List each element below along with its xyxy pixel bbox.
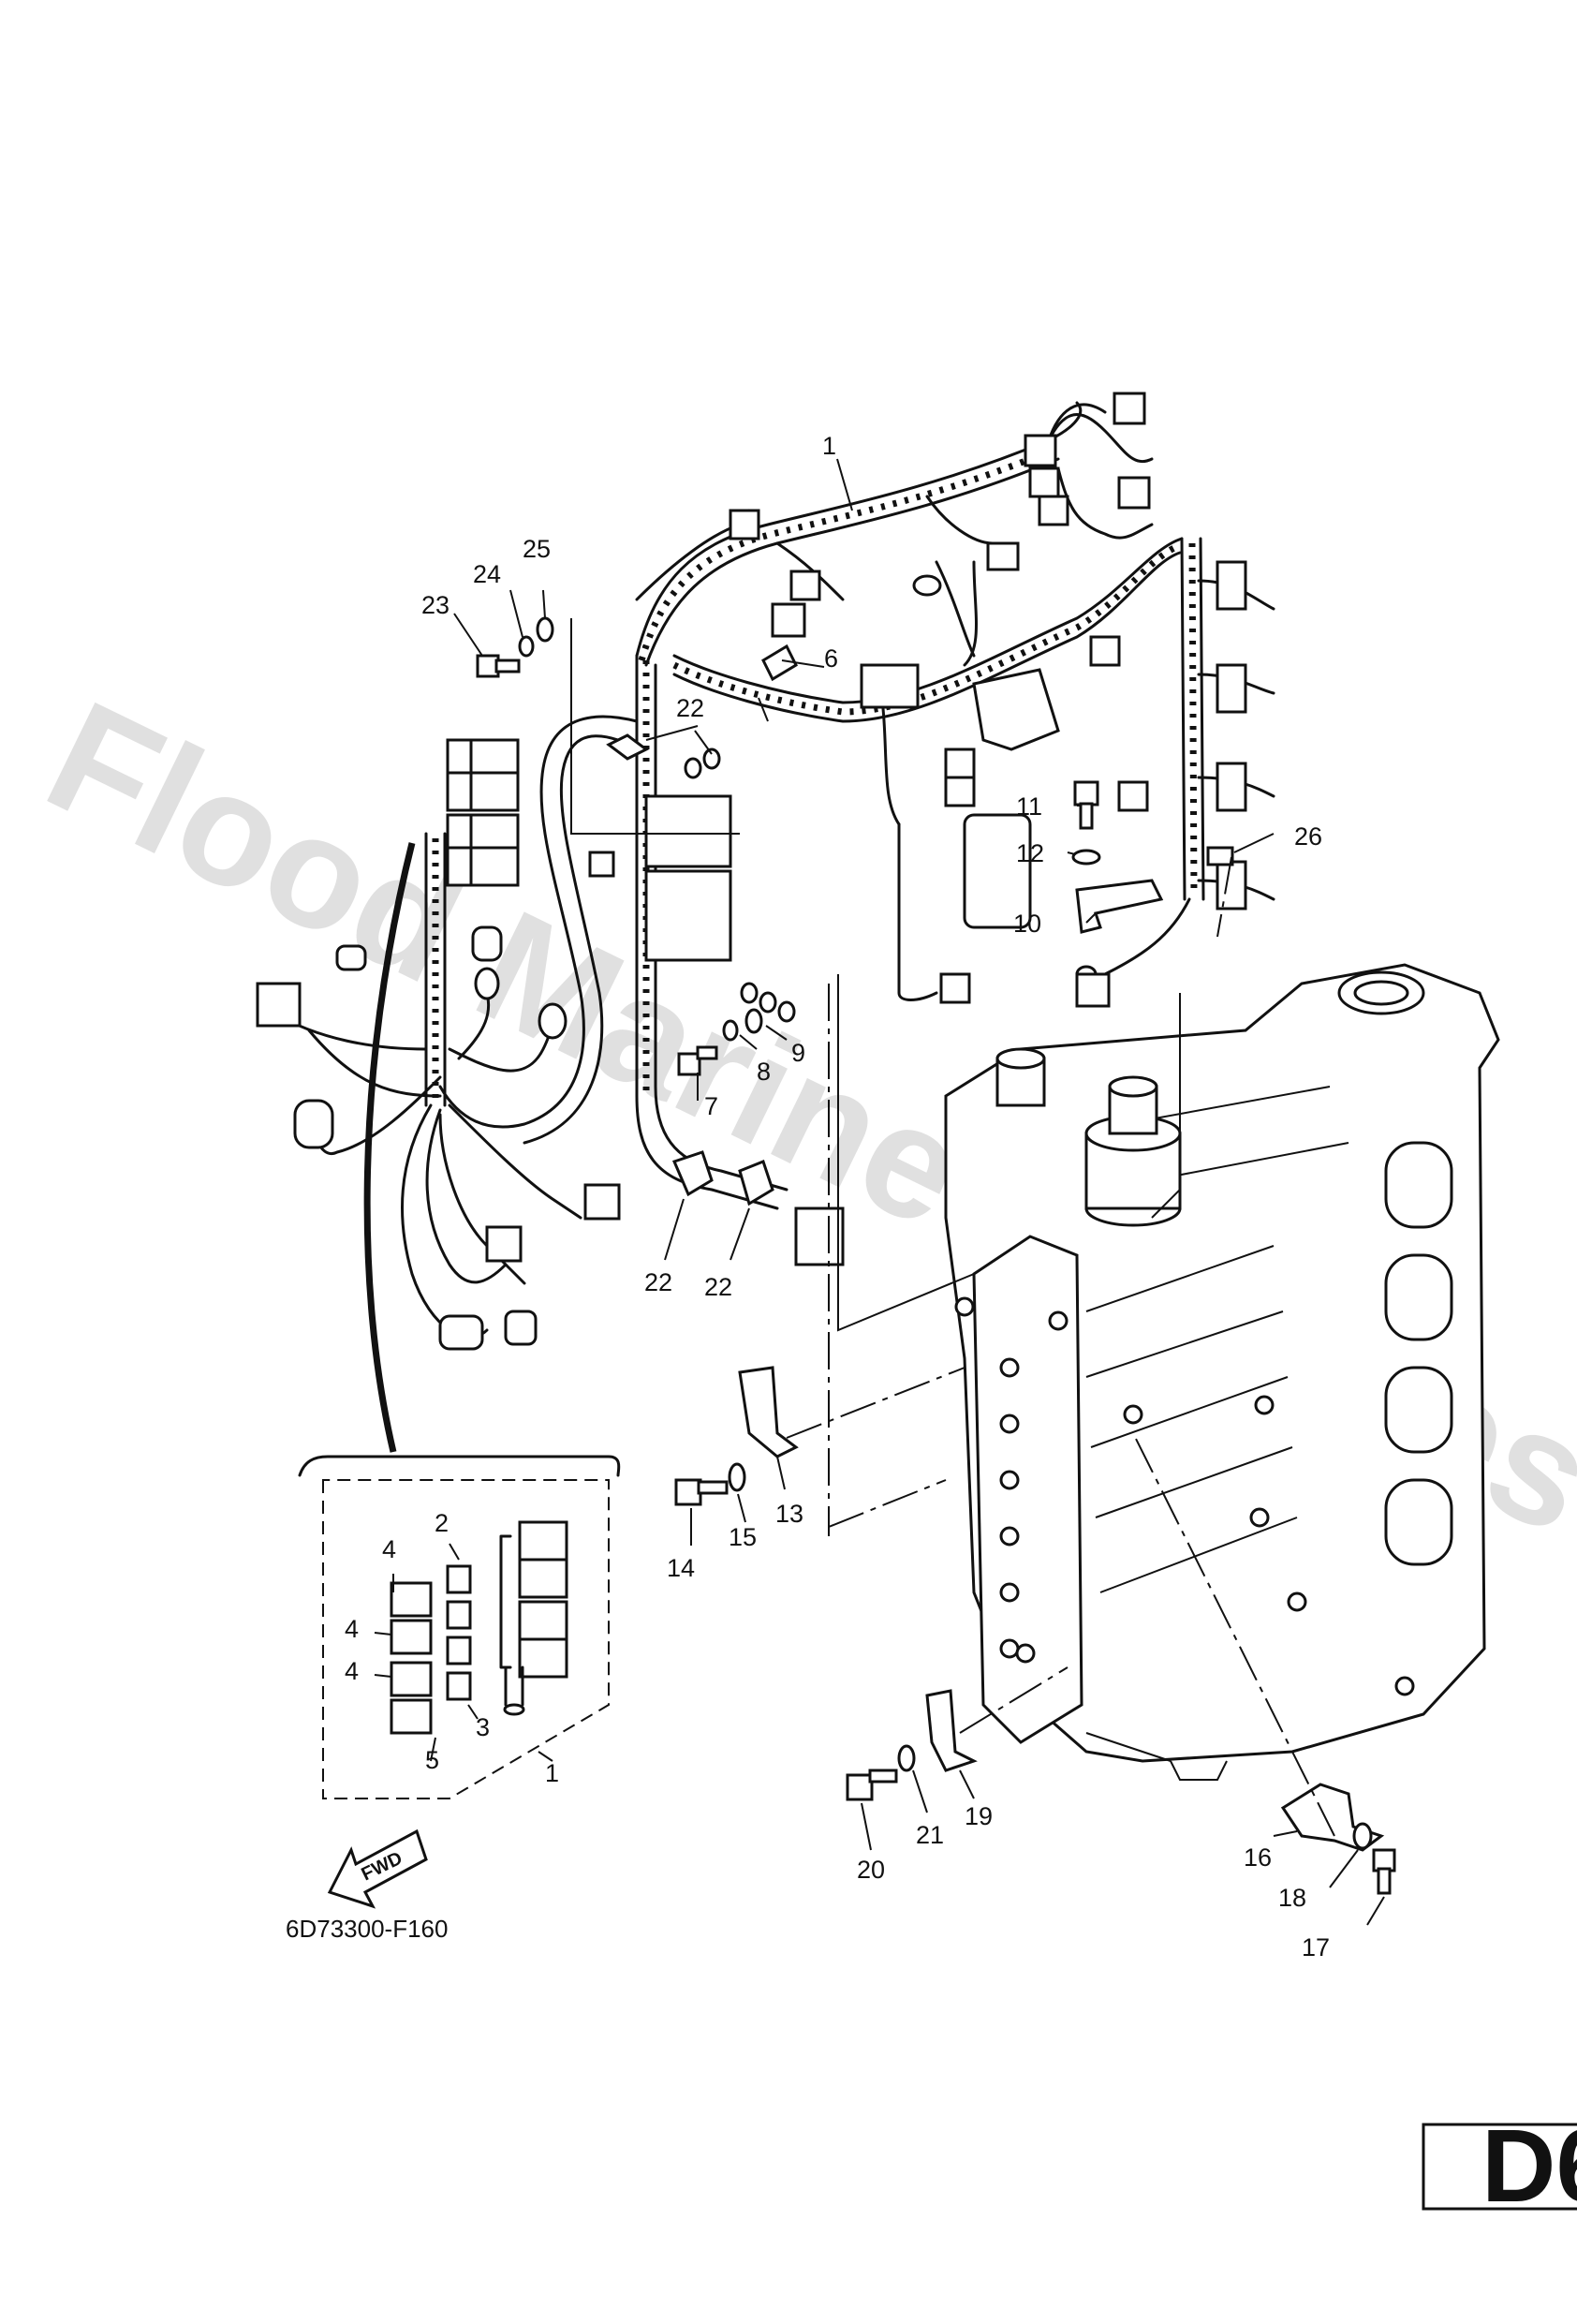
callout-8: 8 [757, 1058, 771, 1086]
callout-4-low: 4 [345, 1657, 359, 1685]
callout-1-harness: 1 [822, 432, 836, 460]
callout-26: 26 [1294, 822, 1322, 851]
callout-21: 21 [916, 1821, 944, 1849]
callout-12: 12 [1016, 839, 1044, 867]
wire-harness-main [270, 401, 1275, 1339]
figure-code: 6D73300-F160 [286, 1915, 448, 1943]
assembly-lines [570, 618, 1335, 1837]
callout-23: 23 [421, 591, 450, 619]
callout-19: 19 [965, 1802, 993, 1830]
callout-11: 11 [1016, 792, 1042, 821]
connector-group [256, 392, 1247, 1351]
fwd-arrow-icon: FWD [327, 1828, 428, 1909]
hardware [476, 616, 1396, 1895]
callout-6: 6 [824, 644, 838, 673]
callout-4-mid: 4 [345, 1615, 359, 1643]
callout-17: 17 [1302, 1933, 1330, 1961]
page-id-box: D6 [1422, 2109, 1577, 2224]
callout-25: 25 [523, 535, 551, 563]
callout-9: 9 [791, 1039, 805, 1067]
callout-20: 20 [857, 1856, 885, 1884]
callout-24: 24 [473, 560, 501, 588]
callout-22-top: 22 [676, 694, 704, 722]
callout-15: 15 [729, 1523, 757, 1551]
callout-18: 18 [1278, 1884, 1306, 1912]
page-id: D6 [1481, 2109, 1577, 2224]
callout-13: 13 [775, 1500, 803, 1528]
callout-14: 14 [667, 1554, 695, 1582]
callout-2: 2 [435, 1509, 449, 1537]
callout-1-inset: 1 [545, 1759, 559, 1787]
callout-3: 3 [476, 1713, 490, 1741]
callout-22-left: 22 [644, 1268, 672, 1296]
leader-lines [453, 458, 1385, 1926]
callout-4-top: 4 [382, 1535, 396, 1563]
callout-22-right: 22 [704, 1273, 732, 1301]
callout-10: 10 [1013, 910, 1041, 938]
callout-16: 16 [1244, 1843, 1272, 1872]
callout-labels: 1 1 2 3 4 4 4 5 6 7 8 9 10 11 12 13 14 1… [345, 432, 1330, 1961]
callout-5: 5 [425, 1746, 439, 1774]
engine-block [944, 963, 1500, 1781]
relay-detail-inset: FWD [298, 842, 621, 1909]
callout-7: 7 [704, 1092, 718, 1120]
